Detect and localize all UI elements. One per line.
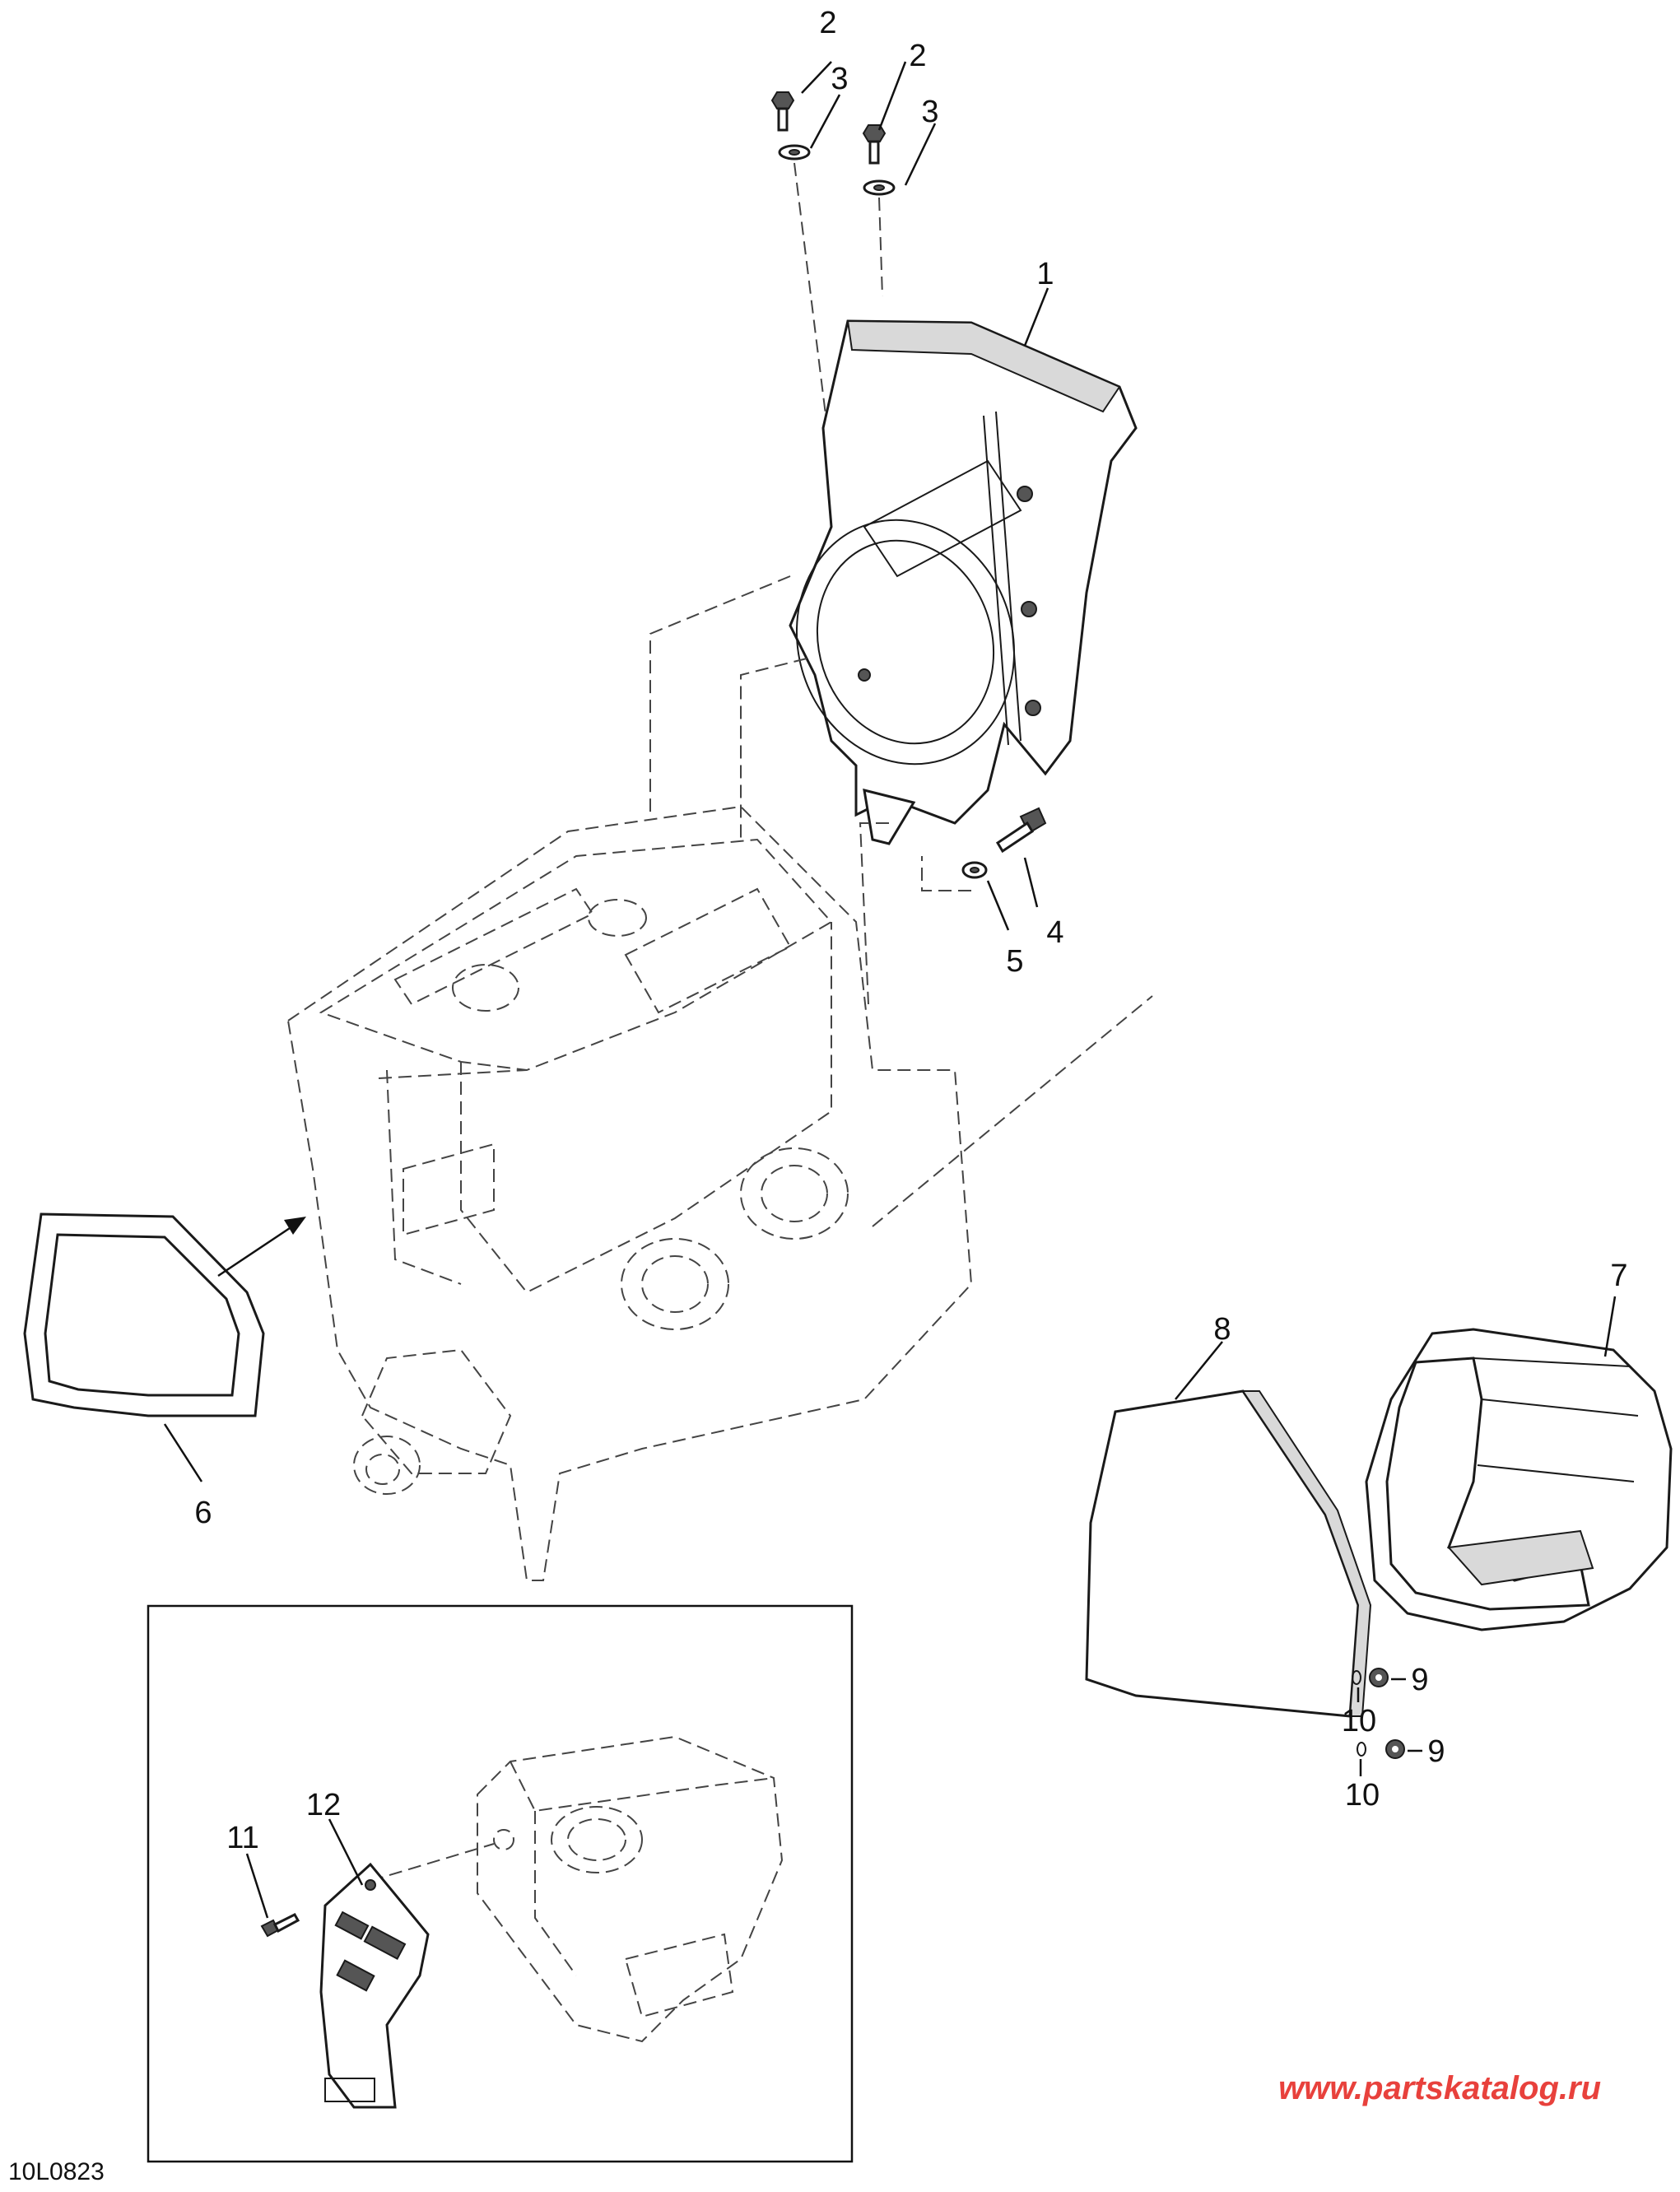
air-intake-housing-part-1[interactable] bbox=[766, 319, 1138, 845]
watermark: www.partskatalog.ru bbox=[1278, 2070, 1601, 2106]
assembly-line bbox=[859, 822, 889, 1005]
callout-2: 2 bbox=[819, 6, 836, 40]
screw-part-2b[interactable] bbox=[862, 124, 887, 165]
air-duct-part-7[interactable] bbox=[1365, 1328, 1673, 1631]
inset-detail-frame bbox=[147, 1604, 854, 2163]
arrow-head bbox=[284, 1217, 306, 1235]
bolt-part-4[interactable] bbox=[995, 807, 1047, 854]
nut-part-9b[interactable] bbox=[1385, 1739, 1405, 1759]
washer-part-3b[interactable] bbox=[863, 179, 896, 196]
o-ring-part-10a[interactable] bbox=[1352, 1670, 1361, 1685]
o-ring-part-10b[interactable] bbox=[1357, 1742, 1366, 1757]
callout-1: 1 bbox=[1036, 257, 1054, 291]
assembly-line bbox=[921, 856, 971, 891]
drawing-code: 10L0823 bbox=[8, 2158, 105, 2185]
washer-part-5[interactable] bbox=[961, 861, 988, 879]
screw-part-11[interactable] bbox=[260, 1913, 300, 1938]
assembly-line bbox=[370, 1843, 495, 1882]
callout-5: 5 bbox=[1006, 944, 1023, 979]
callout-8: 8 bbox=[1213, 1312, 1231, 1347]
nut-part-9a[interactable] bbox=[1369, 1668, 1389, 1687]
callout-4: 4 bbox=[1046, 915, 1063, 950]
washer-part-3a[interactable] bbox=[778, 144, 811, 161]
callout-2: 2 bbox=[909, 39, 926, 73]
callout-12: 12 bbox=[306, 1788, 341, 1822]
assembly-line bbox=[649, 575, 791, 815]
heat-shield-part-12[interactable] bbox=[319, 1862, 430, 2109]
seal-frame-part-6[interactable] bbox=[23, 1212, 265, 1417]
callout-6: 6 bbox=[194, 1496, 212, 1530]
filter-cover-part-8[interactable] bbox=[1085, 1389, 1372, 1718]
callout-7: 7 bbox=[1610, 1259, 1627, 1293]
assembly-line bbox=[793, 162, 832, 462]
arrow-line bbox=[217, 1225, 293, 1278]
callout-9: 9 bbox=[1427, 1734, 1445, 1769]
assembly-line bbox=[740, 658, 807, 840]
callout-11: 11 bbox=[226, 1821, 258, 1855]
assembly-line bbox=[878, 197, 883, 297]
leader-lines bbox=[163, 61, 1617, 1919]
engine-assembly bbox=[286, 805, 1153, 1581]
callout-3: 3 bbox=[831, 62, 848, 96]
oil-tank-assembly bbox=[477, 1735, 784, 2043]
callout-3: 3 bbox=[921, 95, 938, 129]
screw-part-2a[interactable] bbox=[770, 91, 795, 132]
callout-10: 10 bbox=[1345, 1778, 1380, 1813]
callout-9: 9 bbox=[1411, 1663, 1428, 1697]
callout-10: 10 bbox=[1342, 1704, 1376, 1738]
